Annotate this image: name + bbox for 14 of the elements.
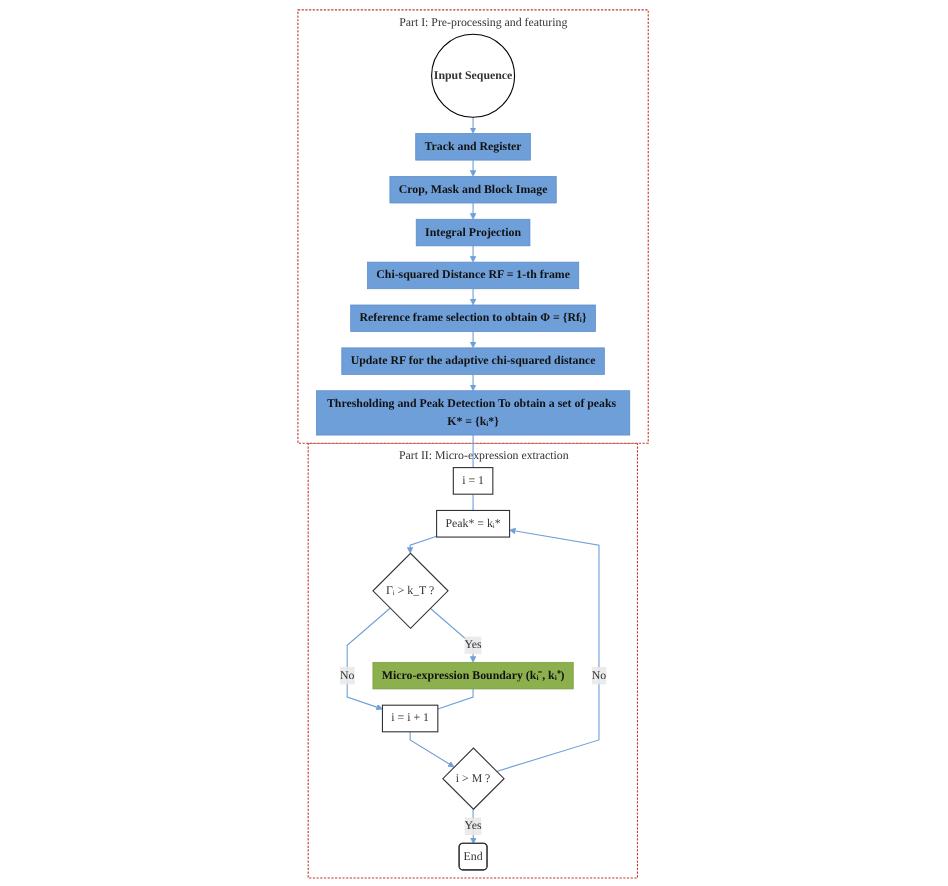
connector [438,687,475,709]
arrow [470,244,478,262]
arrow [470,115,478,133]
arrow [470,158,478,176]
arrow [407,534,439,553]
arrow [410,730,456,767]
connector [473,433,475,468]
arrow [470,372,478,391]
arrow [347,606,392,710]
arrow [470,201,478,219]
connector [473,492,475,511]
arrow [496,526,601,772]
arrow [470,287,478,305]
arrow [470,330,478,348]
